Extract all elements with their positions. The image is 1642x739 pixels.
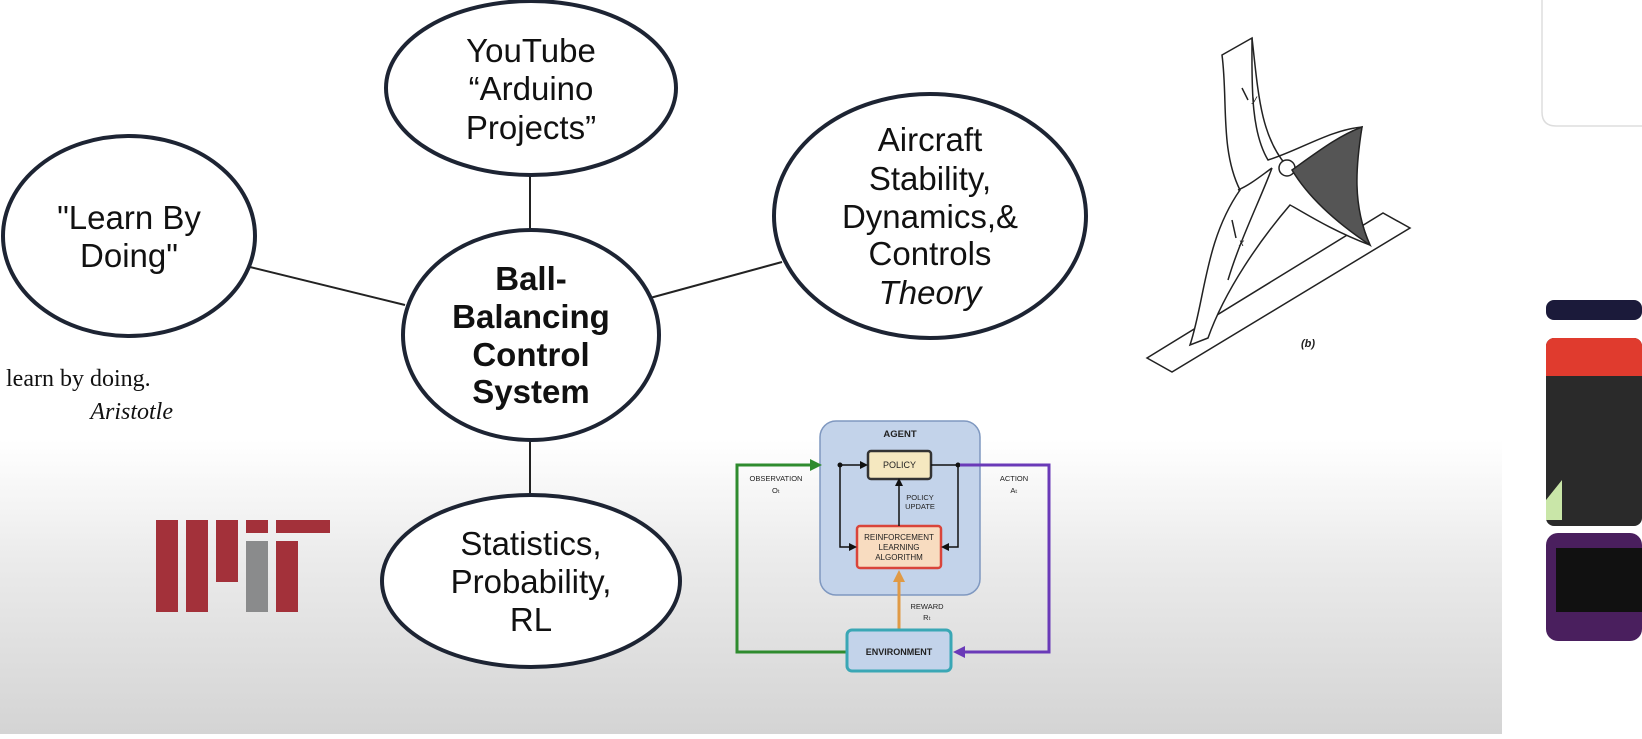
mit-logo bbox=[156, 520, 330, 612]
svg-text:System: System bbox=[472, 373, 589, 410]
svg-text:Dynamics,&: Dynamics,& bbox=[842, 198, 1018, 235]
aircraft-label: Aircraft Stability, Dynamics,& Controls … bbox=[842, 121, 1018, 311]
agent-label: AGENT bbox=[883, 429, 916, 440]
mindmap-connectors bbox=[249, 175, 783, 495]
svg-text:Balancing: Balancing bbox=[452, 298, 610, 335]
center-node bbox=[401, 228, 661, 442]
svg-text:RL: RL bbox=[510, 601, 552, 638]
youtube-label: YouTube “Arduino Projects” bbox=[466, 32, 596, 146]
environment-box bbox=[845, 628, 953, 673]
axis-y-label: y bbox=[1251, 94, 1258, 105]
recommended-thumbnail-dark[interactable] bbox=[1546, 300, 1642, 320]
statistics-label: Statistics, Probability, RL bbox=[451, 525, 612, 638]
search-box-edge[interactable] bbox=[1541, 0, 1642, 127]
reward-symbol: Rₜ bbox=[923, 613, 931, 622]
youtube-node bbox=[384, 0, 678, 177]
quote-author: Aristotle bbox=[88, 399, 173, 425]
saddle-figure bbox=[1145, 36, 1412, 373]
svg-text:YouTube: YouTube bbox=[466, 32, 596, 69]
recommended-thumbnail-2[interactable] bbox=[1546, 533, 1642, 641]
rl-algo-line-1: REINFORCEMENT bbox=[864, 533, 934, 542]
policy-label: POLICY bbox=[883, 460, 916, 470]
environment-label: ENVIRONMENT bbox=[866, 647, 933, 657]
recommended-thumbnail-1[interactable] bbox=[1546, 338, 1642, 526]
quote-text: learn by doing. bbox=[6, 366, 151, 392]
svg-text:Aircraft: Aircraft bbox=[878, 121, 983, 158]
svg-text:Stability,: Stability, bbox=[869, 160, 991, 197]
action-label: ACTION bbox=[1000, 474, 1028, 483]
rl-algo-line-2: LEARNING bbox=[879, 543, 920, 552]
policy-update-label-1: POLICY bbox=[906, 493, 934, 502]
reward-label: REWARD bbox=[910, 602, 944, 611]
aircraft-node bbox=[772, 92, 1088, 340]
svg-text:Statistics,: Statistics, bbox=[460, 525, 601, 562]
observation-symbol: Oₜ bbox=[772, 486, 780, 495]
axis-x-label: x bbox=[1238, 238, 1245, 249]
sidebar-strip bbox=[1502, 0, 1642, 734]
svg-text:Control: Control bbox=[472, 336, 589, 373]
learn-by-doing-node bbox=[1, 134, 257, 338]
observation-label: OBSERVATION bbox=[750, 474, 803, 483]
learn-by-doing-label: "Learn By Doing" bbox=[57, 199, 201, 274]
figure-caption: (b) bbox=[1301, 338, 1315, 350]
svg-text:"Learn By: "Learn By bbox=[57, 199, 201, 236]
policy-update-label-2: UPDATE bbox=[905, 502, 935, 511]
action-symbol: Aₜ bbox=[1010, 486, 1017, 495]
mindmap-canvas: YouTube “Arduino Projects” "Learn By Doi… bbox=[1, 0, 1412, 673]
svg-text:Doing": Doing" bbox=[80, 237, 178, 274]
theory-label: Theory bbox=[879, 274, 984, 311]
center-label: Ball- Balancing Control System bbox=[452, 260, 610, 410]
svg-text:Ball-: Ball- bbox=[495, 260, 567, 297]
presentation-slide: YouTube “Arduino Projects” "Learn By Doi… bbox=[0, 0, 1502, 734]
svg-text:“Arduino: “Arduino bbox=[469, 70, 594, 107]
svg-text:Probability,: Probability, bbox=[451, 563, 612, 600]
rl-diagram: AGENT POLICY POLICY UPDATE REINFORCEMENT… bbox=[735, 420, 1051, 673]
statistics-node bbox=[380, 493, 682, 669]
svg-text:Controls: Controls bbox=[869, 235, 992, 272]
svg-text:Projects”: Projects” bbox=[466, 109, 596, 146]
rl-algo-line-3: ALGORITHM bbox=[875, 553, 923, 562]
